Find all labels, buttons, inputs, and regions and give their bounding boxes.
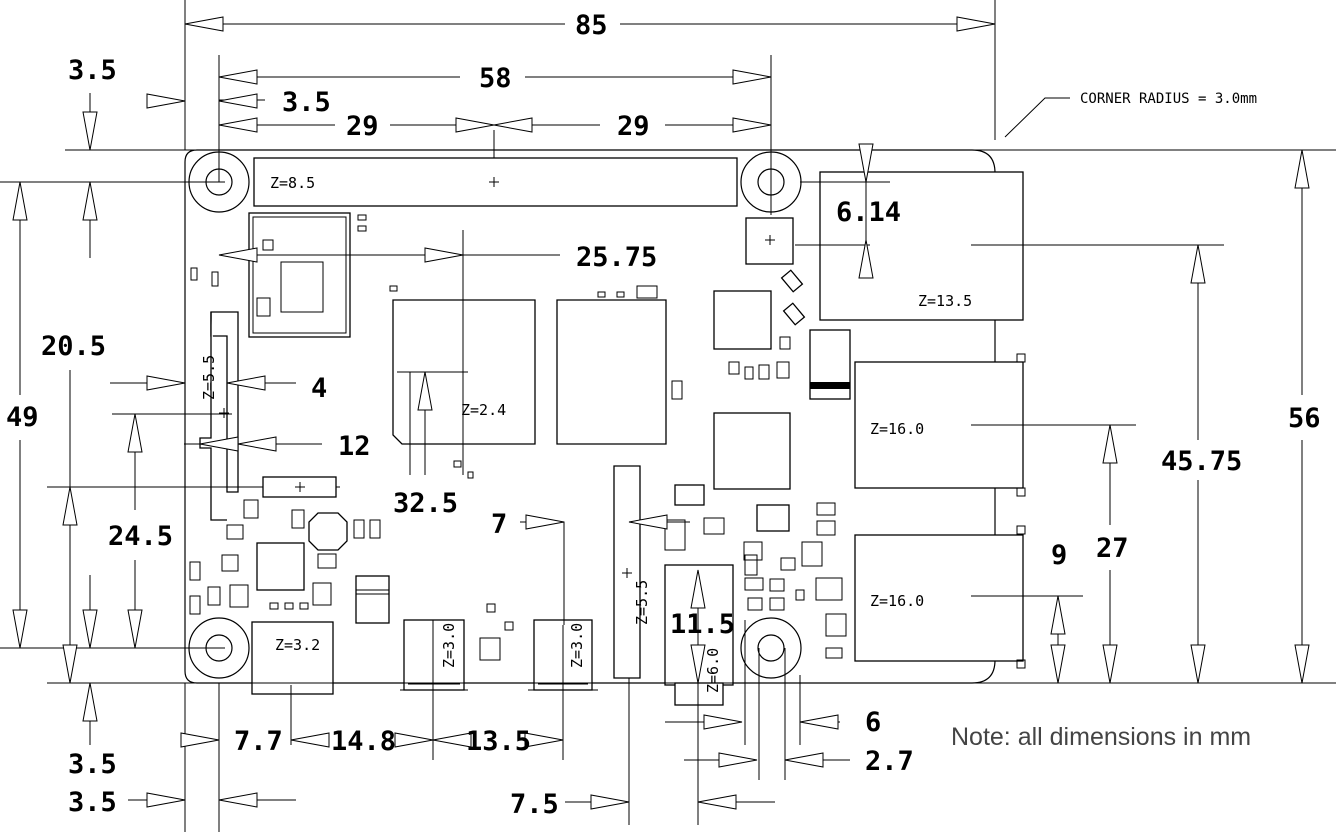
dim-3-5-bottom-a: 3.5 (68, 749, 117, 780)
camera-z-label: Z=5.5 (633, 580, 651, 625)
hdmi-port-left (403, 619, 465, 691)
usb-c-connector (819, 171, 1024, 321)
dim-12: 12 (338, 431, 371, 462)
dim-7-7: 7.7 (234, 726, 283, 757)
dim-13-5: 13.5 (466, 726, 531, 757)
dim-20-5: 20.5 (41, 331, 106, 362)
passive-components (189, 214, 847, 661)
dim-7: 7 (491, 509, 507, 540)
dim-6-14: 6.14 (836, 197, 901, 228)
dim-29-left: 29 (346, 111, 379, 142)
hdmi-right-z-label: Z=3.0 (568, 623, 586, 668)
dim-85: 85 (575, 10, 608, 41)
ic-chip-e (674, 484, 705, 506)
dim-45-75: 45.75 (1161, 446, 1242, 477)
dim-49: 49 (6, 402, 39, 433)
dim-25-75: 25.75 (576, 242, 657, 273)
dim-14-8: 14.8 (331, 726, 396, 757)
dim-29-right: 29 (617, 111, 650, 142)
power-connector (251, 621, 334, 695)
dim-3-5-top: 3.5 (68, 55, 117, 86)
dim-9: 9 (1051, 540, 1067, 571)
usb-top-z-label: Z=16.0 (870, 420, 924, 438)
audio-z-label: Z=6.0 (704, 648, 722, 693)
wireless-module (248, 212, 351, 338)
display-z-label: Z=5.5 (200, 355, 218, 400)
dim-56: 56 (1288, 403, 1321, 434)
dim-27: 27 (1096, 533, 1129, 564)
ram-chip (556, 299, 667, 445)
dim-3-5-bottom-b: 3.5 (68, 787, 117, 818)
corner-radius-label: CORNER RADIUS = 3.0mm (1080, 91, 1257, 107)
ic-chip-a (713, 290, 772, 350)
gpio-z-label: Z=8.5 (270, 174, 315, 192)
ic-chip-b (713, 412, 791, 490)
dim-58: 58 (479, 63, 512, 94)
dim-11-5: 11.5 (670, 609, 735, 640)
gpio-header (253, 157, 738, 207)
usb-c-z-label: Z=13.5 (918, 292, 972, 310)
dim-6: 6 (865, 707, 881, 738)
hdmi-left-z-label: Z=3.0 (440, 623, 458, 668)
dim-4: 4 (311, 373, 327, 404)
ic-chip-c (256, 542, 305, 591)
dim-24-5: 24.5 (108, 521, 173, 552)
dim-3-5-hole: 3.5 (282, 87, 331, 118)
soc-z-label: Z=2.4 (461, 401, 506, 419)
power-z-label: Z=3.2 (275, 636, 320, 654)
dim-32-5: 32.5 (393, 488, 458, 519)
dim-7-5: 7.5 (510, 789, 559, 820)
inductor (355, 575, 390, 624)
units-note: Note: all dimensions in mm (951, 723, 1251, 751)
ic-octagon (308, 512, 348, 551)
dim-2-7: 2.7 (865, 746, 914, 777)
mounting-hole-bottom-right (740, 617, 802, 679)
arrowheads (12, 16, 1310, 810)
ic-chip-d (756, 504, 790, 532)
usb-bottom-z-label: Z=16.0 (870, 592, 924, 610)
usb-port-bottom (854, 534, 1024, 662)
